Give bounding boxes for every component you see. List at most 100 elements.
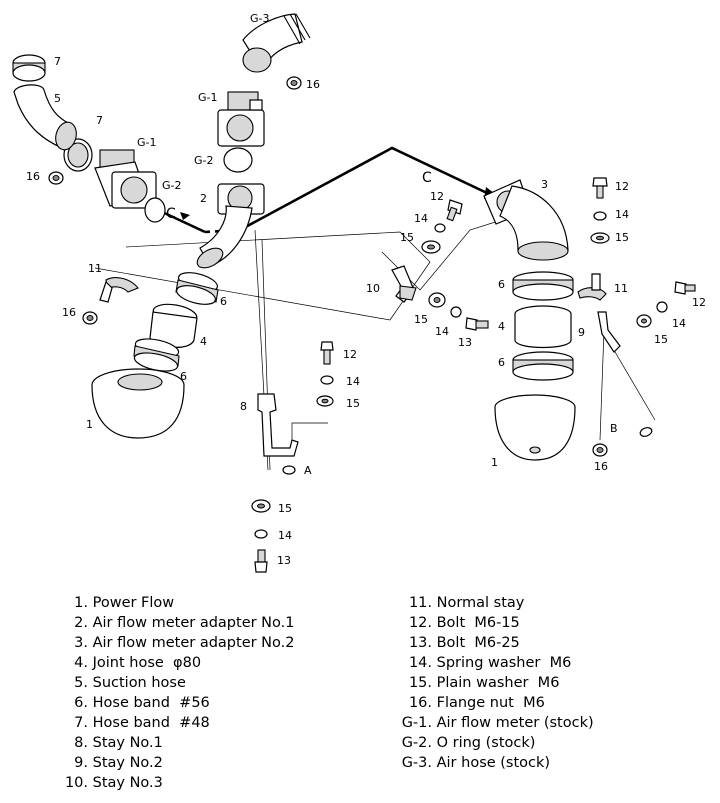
adapter-no1 [196, 183, 265, 269]
legend-item: 4. Joint hose φ80 [60, 653, 294, 673]
legend-item: G-2. O ring (stock) [398, 733, 594, 753]
hose-band-56-left-bottom [133, 338, 180, 372]
label-15-middle: 15 [346, 397, 360, 410]
legend-item: 14. Spring washer M6 [398, 653, 594, 673]
flange-nut-top [286, 76, 302, 90]
bolt-m6-15-middle [320, 341, 334, 365]
label-2: 2 [200, 192, 207, 205]
label-c-left: C [166, 206, 176, 222]
legend-item-text: Air flow meter adapter No.1 [92, 615, 295, 631]
label-14-upper: 14 [414, 212, 428, 225]
label-13-bottom: 13 [277, 554, 291, 567]
legend-item-text: O ring (stock) [436, 735, 536, 751]
label-4-right: 4 [498, 320, 505, 333]
legend-item: 13. Bolt M6-25 [398, 633, 594, 653]
legend-item: 10. Stay No.3 [60, 773, 294, 793]
hole-a [282, 465, 296, 475]
air-flow-meter-left [94, 149, 157, 209]
legend-item: G-1. Air flow meter (stock) [398, 713, 594, 733]
label-1-left: 1 [86, 418, 93, 431]
plain-washer-right-top [590, 232, 610, 244]
label-15-right-top: 15 [615, 231, 629, 244]
stay-no1 [257, 393, 299, 457]
hose-band-48-top [12, 54, 46, 82]
adapter-no2 [483, 179, 569, 261]
label-16-right: 16 [594, 460, 608, 473]
legend-item-text: Bolt M6-25 [436, 635, 520, 651]
legend-item-text: Flange nut M6 [436, 695, 545, 711]
legend-item: 6. Hose band #56 [60, 693, 294, 713]
label-16-left-top: 16 [26, 170, 40, 183]
legend-item-text: Suction hose [92, 675, 186, 691]
legend-item-number: G-1. [401, 715, 432, 731]
stay-no3 [391, 265, 417, 303]
legend-item-text: Hose band #48 [92, 715, 210, 731]
legend-item-number: 6. [74, 695, 88, 711]
hose-band-56-right-top [512, 271, 574, 301]
label-g2-upper: G-2 [194, 154, 214, 167]
bolt-m6-15-upper [446, 199, 463, 222]
label-15-upper: 15 [400, 231, 414, 244]
label-g1-left: G-1 [137, 136, 157, 149]
power-flow-left [91, 368, 185, 439]
label-g2-left: G-2 [162, 179, 182, 192]
legend-item-text: Plain washer M6 [436, 675, 560, 691]
legend-item-text: Bolt M6-15 [436, 615, 520, 631]
stay-no2 [597, 311, 621, 353]
legend-item-number: 15. [408, 675, 432, 691]
legend-item-number: 13. [408, 635, 432, 651]
hole-b [639, 427, 653, 437]
hose-band-56-left-top [175, 272, 219, 305]
normal-stay-left [99, 277, 139, 303]
legend-item: 12. Bolt M6-15 [398, 613, 594, 633]
legend-item: 5. Suction hose [60, 673, 294, 693]
legend-item: G-3. Air hose (stock) [398, 753, 594, 773]
spring-washer-bottom [254, 529, 268, 539]
label-8: 8 [240, 400, 247, 413]
hose-band-56-right-bottom [512, 351, 574, 381]
legend-item-text: Stay No.3 [92, 775, 163, 791]
plain-washer-bottom [251, 499, 271, 513]
label-7-top: 7 [54, 55, 61, 68]
exploded-parts-diagram: G-3 7 16 G-1 5 7 G-1 G-2 16 G-2 2 C C 3 … [12, 12, 706, 573]
label-4-left: 4 [200, 335, 207, 348]
air-hose-stock [242, 13, 311, 73]
label-g3: G-3 [250, 12, 270, 25]
legend-item-number: 9. [74, 755, 88, 771]
label-3: 3 [541, 178, 548, 191]
o-ring-left [144, 197, 166, 223]
legend-item: 7. Hose band #48 [60, 713, 294, 733]
legend-item-number: 4. [74, 655, 88, 671]
legend-item-number: 5. [74, 675, 88, 691]
label-10: 10 [366, 282, 380, 295]
legend-item-text: Hose band #56 [92, 695, 210, 711]
label-6-right-top: 6 [498, 278, 505, 291]
legend-item-text: Normal stay [436, 595, 525, 611]
label-16-left: 16 [62, 306, 76, 319]
flange-nut-right [592, 443, 608, 457]
label-12-upper: 12 [430, 190, 444, 203]
legend-item: 16. Flange nut M6 [398, 693, 594, 713]
legend-item-text: Air hose (stock) [436, 755, 551, 771]
legend-item-number: 14. [408, 655, 432, 671]
spring-washer-upper [434, 223, 446, 233]
legend-item-number: 7. [74, 715, 88, 731]
legend-item-number: 16. [408, 695, 432, 711]
plain-washer-right [636, 314, 652, 328]
legend-item-number: 3. [74, 635, 88, 651]
suction-hose [13, 84, 77, 151]
label-6-right-bottom: 6 [498, 356, 505, 369]
label-16-top: 16 [306, 78, 320, 91]
legend-item-text: Air flow meter adapter No.2 [92, 635, 295, 651]
legend-item-text: Joint hose φ80 [92, 655, 202, 671]
legend-item: 15. Plain washer M6 [398, 673, 594, 693]
legend-item: 11. Normal stay [398, 593, 594, 613]
label-12-right: 12 [692, 296, 706, 309]
legend-item-text: Spring washer M6 [436, 655, 572, 671]
legend-item: 9. Stay No.2 [60, 753, 294, 773]
o-ring-upper [223, 147, 253, 173]
legend-item-text: Air flow meter (stock) [436, 715, 594, 731]
flange-nut-left [82, 311, 98, 325]
